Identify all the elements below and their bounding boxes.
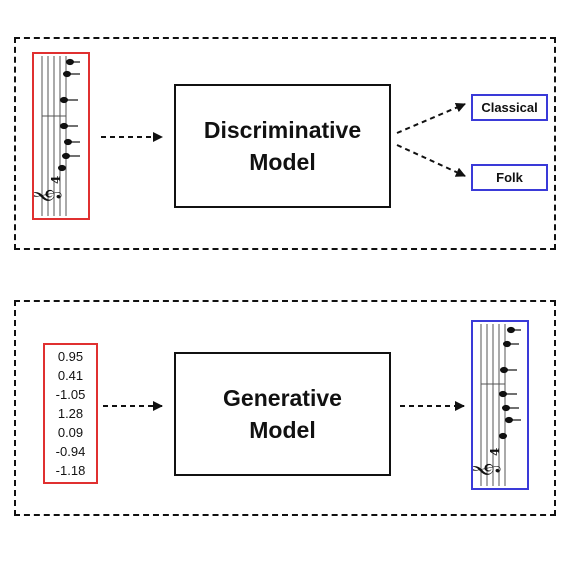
classical-label-box: Classical: [471, 94, 548, 121]
latent-value: -1.18: [55, 463, 86, 478]
sheet-music-icon: 𝄞 4: [30, 56, 80, 216]
arrow-icon: [396, 102, 466, 134]
folk-label: Folk: [496, 170, 523, 185]
latent-value: 0.41: [57, 368, 84, 383]
svg-text:4: 4: [488, 448, 502, 456]
generative-model-subtitle: Model: [249, 417, 316, 443]
discriminative-panel: [14, 37, 556, 250]
treble-clef-icon: 𝄞: [473, 463, 501, 478]
svg-text:4: 4: [49, 176, 63, 184]
generated-sheet-music: 𝄞 4: [469, 320, 529, 490]
arrow-icon: [396, 144, 466, 177]
latent-value: -0.94: [55, 444, 86, 459]
sheet-music-icon: 𝄞 4: [469, 324, 521, 486]
latent-vector-box: 0.95 0.41 -1.05 1.28 0.09 -0.94 -1.18: [43, 343, 98, 484]
discriminative-model-box: Discriminative Model: [174, 84, 391, 208]
input-sheet-music: 𝄞 4: [30, 52, 90, 220]
latent-value: 1.28: [57, 406, 84, 421]
discriminative-model-title: Discriminative: [203, 117, 362, 143]
treble-clef-icon: 𝄞: [34, 189, 62, 204]
folk-label-box: Folk: [471, 164, 548, 191]
latent-value: 0.09: [57, 425, 84, 440]
classical-label: Classical: [481, 100, 538, 115]
latent-value: 0.95: [57, 349, 84, 364]
generative-panel: [14, 300, 556, 516]
generative-model-box: Generative Model: [174, 352, 391, 476]
discriminative-model-subtitle: Model: [249, 149, 316, 175]
generative-model-title: Generative: [223, 385, 342, 411]
latent-value: -1.05: [55, 387, 86, 402]
